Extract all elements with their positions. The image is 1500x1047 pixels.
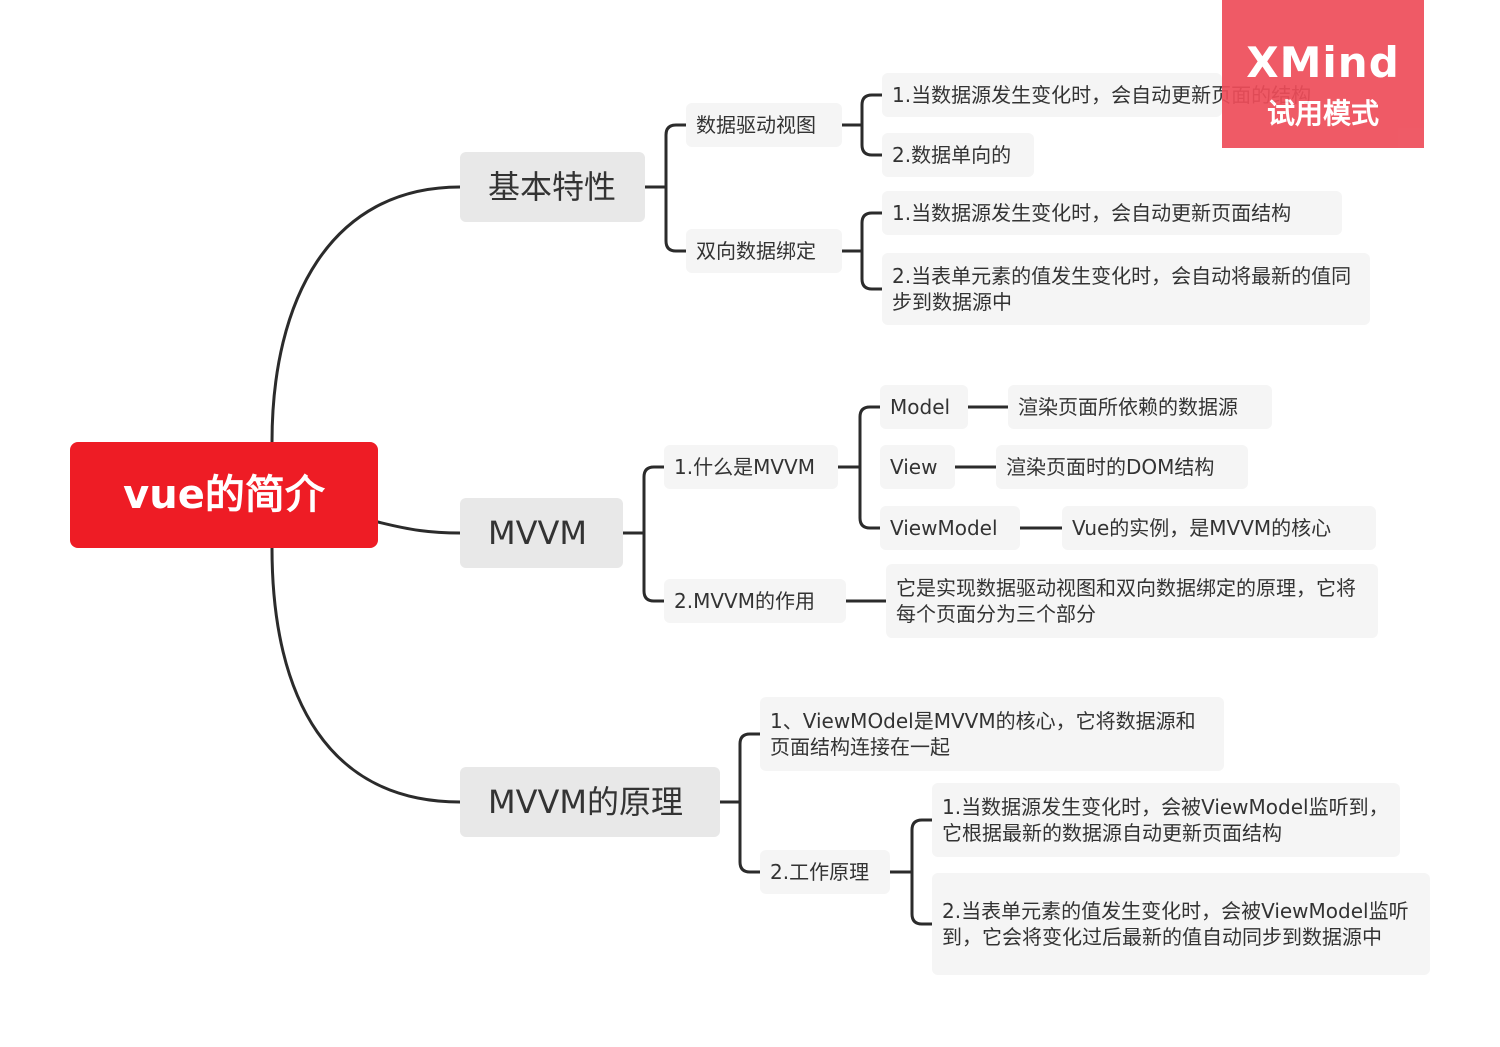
subtopic-label: 1、ViewMOdel是MVVM的核心，它将数据源和页面结构连接在一起 [770, 708, 1196, 759]
leaf-data-driven-1[interactable]: 1.当数据源发生变化时，会自动更新页面的结构 [882, 73, 1311, 117]
topic-label: Model [890, 394, 951, 419]
main-topic-mvvm-principle[interactable]: MVVM的原理 [460, 767, 720, 837]
topic-model[interactable]: Model [880, 385, 968, 429]
connector-root-principle [270, 546, 462, 804]
main-topic-label: MVVM [488, 513, 587, 552]
connector-what-bracket [858, 405, 882, 530]
leaf-label: 2.当表单元素的值发生变化时，会自动将最新的值同步到数据源中 [892, 263, 1352, 314]
connector-mvvm-bracket [642, 465, 666, 603]
leaf-two-way-2[interactable]: 2.当表单元素的值发生变化时，会自动将最新的值同步到数据源中 [882, 253, 1370, 325]
topic-label: ViewModel [890, 515, 998, 540]
subtopic-data-driven-view[interactable]: 数据驱动视图 [686, 103, 842, 147]
detail-label: Vue的实例，是MVVM的核心 [1072, 515, 1332, 540]
connector-dd-bracket [860, 93, 884, 157]
topic-label: View [890, 454, 938, 479]
subtopic-label: 双向数据绑定 [696, 238, 816, 263]
connector-root-mvvm [376, 520, 462, 535]
leaf-mvvm-role[interactable]: 它是实现数据驱动视图和双向数据绑定的原理，它将每个页面分为三个部分 [886, 564, 1378, 638]
detail-model[interactable]: 渲染页面所依赖的数据源 [1008, 385, 1272, 429]
leaf-label: 2.当表单元素的值发生变化时，会被ViewModel监听到，它会将变化过后最新的… [942, 898, 1409, 949]
detail-view[interactable]: 渲染页面时的DOM结构 [996, 445, 1248, 489]
subtopic-label: 1.什么是MVVM [674, 454, 815, 479]
subtopic-two-way-binding[interactable]: 双向数据绑定 [686, 229, 842, 273]
topic-viewmodel[interactable]: ViewModel [880, 506, 1020, 550]
subtopic-working-principle[interactable]: 2.工作原理 [760, 850, 890, 894]
root-topic-label: vue的简介 [123, 471, 325, 518]
xmind-trial-watermark: XMind 试用模式 [1222, 0, 1424, 148]
leaf-label: 它是实现数据驱动视图和双向数据绑定的原理，它将每个页面分为三个部分 [896, 575, 1356, 626]
main-topic-label: MVVM的原理 [488, 782, 684, 821]
subtopic-label: 2.MVVM的作用 [674, 588, 815, 613]
main-topic-mvvm[interactable]: MVVM [460, 498, 623, 568]
connector-root-basic [270, 185, 462, 444]
subtopic-what-is-mvvm[interactable]: 1.什么是MVVM [664, 445, 838, 489]
subtopic-label: 2.工作原理 [770, 859, 870, 884]
connector-tw-bracket [860, 211, 884, 291]
watermark-brand: XMind [1246, 38, 1400, 87]
connector-basic-bracket [664, 123, 688, 253]
topic-view[interactable]: View [880, 445, 955, 489]
subtopic-mvvm-role[interactable]: 2.MVVM的作用 [664, 579, 846, 623]
leaf-label: 1.当数据源发生变化时，会自动更新页面结构 [892, 200, 1292, 225]
subtopic-label: 数据驱动视图 [696, 112, 816, 137]
connector-principle-bracket [738, 732, 762, 874]
watermark-mode: 试用模式 [1266, 97, 1379, 130]
detail-label: 渲染页面所依赖的数据源 [1018, 394, 1238, 419]
subtopic-viewmodel-core[interactable]: 1、ViewMOdel是MVVM的核心，它将数据源和页面结构连接在一起 [760, 697, 1224, 771]
detail-viewmodel[interactable]: Vue的实例，是MVVM的核心 [1062, 506, 1376, 550]
leaf-label: 2.数据单向的 [892, 142, 1012, 167]
leaf-label: 1.当数据源发生变化时，会被ViewModel监听到，它根据最新的数据源自动更新… [942, 794, 1389, 845]
leaf-working-1[interactable]: 1.当数据源发生变化时，会被ViewModel监听到，它根据最新的数据源自动更新… [932, 783, 1400, 857]
leaf-data-driven-2[interactable]: 2.数据单向的 [882, 133, 1034, 177]
main-topic-basic-features[interactable]: 基本特性 [460, 152, 645, 222]
connector-work-bracket [910, 818, 934, 926]
root-topic[interactable]: vue的简介 [70, 442, 378, 548]
main-topic-label: 基本特性 [488, 167, 617, 206]
leaf-two-way-1[interactable]: 1.当数据源发生变化时，会自动更新页面结构 [882, 191, 1342, 235]
detail-label: 渲染页面时的DOM结构 [1006, 454, 1215, 479]
leaf-working-2[interactable]: 2.当表单元素的值发生变化时，会被ViewModel监听到，它会将变化过后最新的… [932, 873, 1430, 975]
